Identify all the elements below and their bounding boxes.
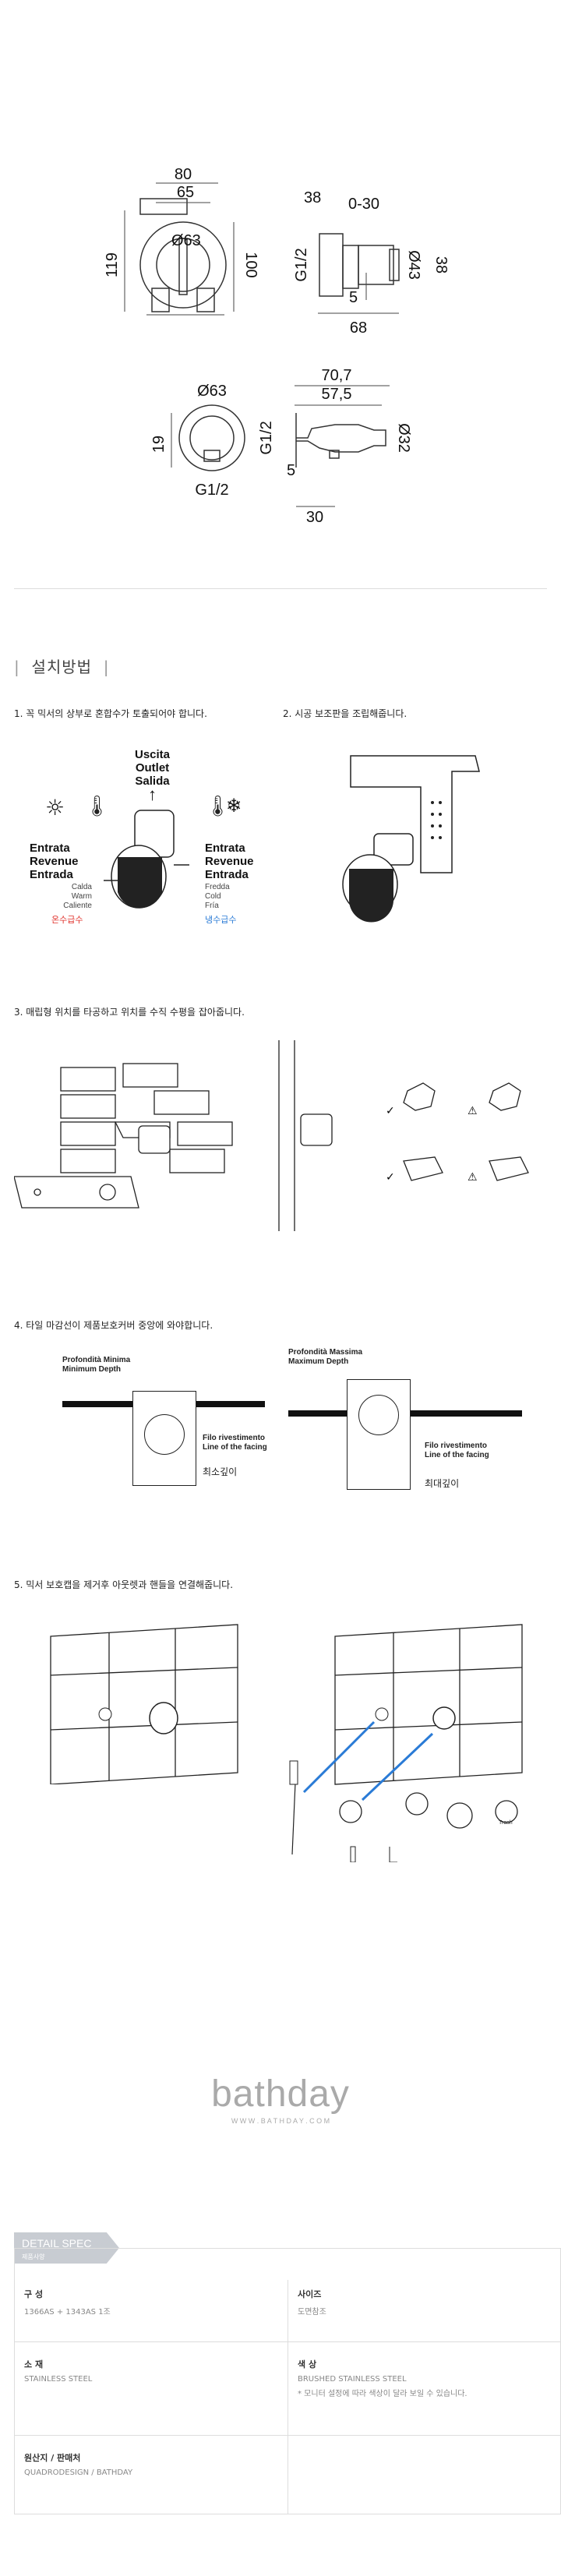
dim-front-diameter: Ø63	[171, 232, 201, 249]
dim-width-inner: 65	[177, 184, 194, 201]
hot-inlet-sub: Calda Warm Caliente	[63, 883, 92, 910]
outlet-front-view: Ø63 19 G1/2	[150, 383, 245, 499]
mixer-knob	[358, 1395, 399, 1435]
step-3-title: 3. 매립형 위치를 타공하고 위치를 수직 수평을 잡아줍니다.	[14, 1007, 245, 1018]
technical-drawing-top: 80 65 Ø63 119 100 38 0-30 G1/2 Ø43 38 5 …	[104, 166, 450, 526]
trash-label: Trash	[499, 1820, 513, 1826]
tile-wall-before	[50, 1624, 238, 1784]
sun-icon: ☼	[45, 795, 65, 820]
dim-side-thread: G1/2	[293, 248, 310, 281]
dim-width-outer: 80	[175, 166, 192, 183]
section-title: 설치방법	[31, 658, 93, 676]
hot-kr-label: 온수급수	[51, 915, 83, 925]
warning-icon: ⚠	[468, 1105, 478, 1117]
spec-color: 색 상 BRUSHED STAINLESS STEEL * 모니터 설정에 따라…	[288, 2342, 560, 2436]
connect-arrows	[302, 1720, 434, 1801]
section-heading: | 설치방법 |	[14, 658, 110, 676]
brand-url: W W W . B A T H D A Y . C O M	[231, 2117, 330, 2125]
spec-material: 소 재 STAINLESS STEEL	[15, 2342, 288, 2436]
mounting-plate-illustration	[342, 755, 480, 923]
dim-outlet-height: 19	[150, 436, 168, 453]
warning-icon: ⚠	[468, 1171, 478, 1184]
min-depth-kr: 최소깊이	[203, 1466, 238, 1477]
dim-side-diameter: Ø43	[405, 250, 422, 280]
dim-outlet-thread: G1/2	[195, 482, 228, 499]
dim-outlet-length-outer: 70,7	[322, 367, 352, 384]
cold-inlet-legend: Entrata Revenue Entrada	[205, 842, 254, 881]
spec-tab-en: DETAIL SPEC	[22, 2237, 92, 2250]
dim-side-total: 68	[350, 319, 367, 337]
brand-logo: bathday	[211, 2073, 350, 2115]
mixer-knob	[144, 1414, 185, 1455]
mixer-illustration	[104, 810, 189, 909]
step-4-title: 4. 타일 마감선이 제품보호커버 중앙에 와야합니다.	[14, 1320, 213, 1331]
step-2-title: 2. 시공 보조판을 조립해줍니다.	[283, 708, 408, 719]
dim-outlet-length-inner: 57,5	[322, 386, 352, 403]
dim-side-offset: 5	[349, 289, 358, 306]
spec-size: 사이즈 도면참조	[288, 2280, 560, 2342]
step-1-title: 1. 꼭 믹서의 상부로 혼합수가 토출되어야 합니다.	[14, 708, 207, 719]
side-view: 38 0-30 G1/2 Ø43 38 5 68	[293, 189, 450, 337]
cold-kr-label: 냉수급수	[205, 915, 237, 925]
hot-inlet-legend: Entrata Revenue Entrada	[30, 842, 79, 881]
max-depth-kr: 최대깊이	[425, 1478, 460, 1489]
spec-empty	[288, 2436, 561, 2514]
dim-side-depth: 38	[304, 189, 321, 206]
divider	[14, 588, 547, 589]
dim-outlet-side-depth: 30	[306, 509, 323, 526]
thermometer-hot-icon: 🌡	[84, 795, 111, 818]
outlet-legend: Uscita Outlet Salida ↑	[135, 748, 171, 804]
outlet-side-view: 70,7 57,5 G1/2 Ø32 5 30	[258, 367, 412, 526]
dim-outlet-diameter: Ø63	[197, 383, 227, 400]
dim-outlet-side-thread: G1/2	[258, 421, 275, 454]
check-icon: ✓	[386, 1105, 395, 1117]
thermometer-cold-icon: 🌡	[205, 795, 231, 818]
front-view: 80 65 Ø63 119 100	[104, 166, 259, 316]
dim-side-projection: 0-30	[348, 196, 379, 213]
brand-block: bathday W W W . B A T H D A Y . C O M	[0, 2073, 561, 2125]
trash-icon	[495, 1800, 518, 1823]
dim-outlet-side-diameter: Ø32	[395, 423, 412, 453]
dim-height-outer: 119	[104, 252, 121, 277]
snowflake-icon: ❄	[226, 795, 242, 817]
arrow-up-icon: ↑	[148, 785, 157, 804]
spec-tab-kr: 제품사양	[22, 2253, 45, 2260]
step-5-title: 5. 믹서 보호캡을 제거후 아웃렛과 핸들을 연결해줍니다.	[14, 1579, 234, 1590]
dim-side-height: 38	[432, 256, 450, 273]
dim-outlet-side-offset: 5	[287, 462, 295, 479]
spec-composition: 구 성 1366AS + 1343AS 1조	[15, 2280, 288, 2342]
spec-origin: 원산지 / 판매처 QUADRODESIGN / BATHDAY	[24, 2453, 133, 2477]
cold-inlet-sub: Fredda Cold Fría	[205, 883, 230, 910]
installation-position-illustration: ✓ ⚠ ✓ ⚠	[14, 1040, 529, 1231]
dim-height-inner: 100	[242, 252, 259, 277]
check-icon: ✓	[386, 1171, 395, 1184]
spec-table: 구 성 1366AS + 1343AS 1조 사이즈 도면참조 소 재 STAI…	[14, 2248, 561, 2514]
mixer-flow-diagram: Uscita Outlet Salida ↑ ☼ 🌡 Entrata Reven…	[14, 740, 271, 943]
tile-wall-after	[289, 1624, 523, 1862]
